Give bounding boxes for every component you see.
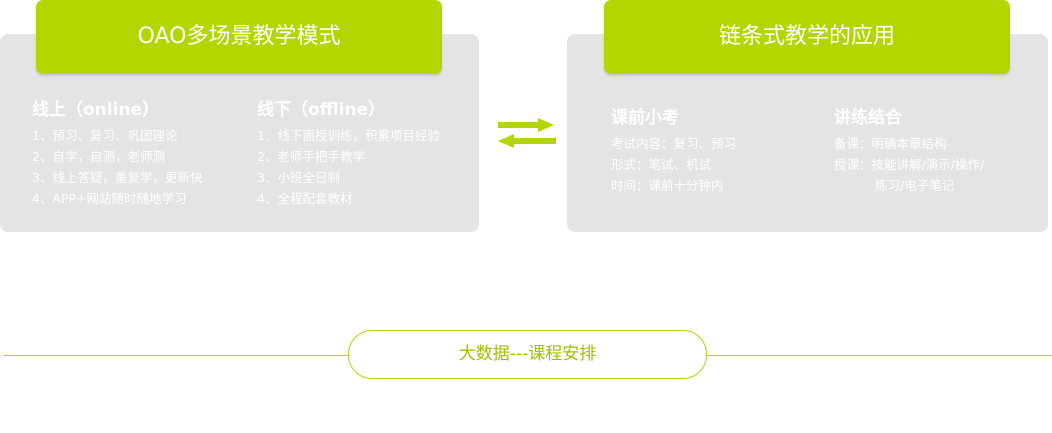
oao-mode-title-tab: OAO多场景教学模式 — [36, 0, 442, 74]
offline-item: 2、老师手把手教学 — [257, 149, 365, 164]
lecture-item: 备课：明确本章结构 — [834, 136, 947, 151]
offline-column: 线下（offline） 1、线下面授训练，积累项目经验 2、老师手把手教学 3、… — [257, 99, 440, 209]
quiz-item: 考试内容：复习、预习 — [611, 136, 737, 151]
online-item: 3、线上答疑，重复学，更新快 — [32, 170, 203, 185]
lecture-item: 练习/电子笔记 — [875, 178, 955, 193]
lecture-practice-heading: 讲练结合 — [834, 108, 902, 128]
online-column: 线上（online） 1、预习、复习、巩固理论 2、自学，自测，老师测 3、线上… — [32, 99, 202, 209]
offline-item: 1、线下面授训练，积累项目经验 — [257, 128, 440, 143]
online-item: 2、自学，自测，老师测 — [32, 149, 165, 164]
swap-arrows-icon — [498, 118, 556, 148]
offline-item: 3、小班全日制 — [257, 170, 340, 185]
divider-line-right — [707, 355, 1052, 356]
pre-class-quiz-heading: 课前小考 — [611, 108, 679, 128]
online-item: 4、APP+网站随时随地学习 — [32, 191, 187, 206]
chain-teaching-title-tab: 链条式教学的应用 — [604, 0, 1010, 74]
offline-item: 4、全程配套教材 — [257, 191, 353, 206]
quiz-item: 形式：笔试、机试 — [611, 157, 712, 172]
divider-line-left — [4, 355, 348, 356]
online-heading: 线上（online） — [32, 100, 160, 120]
lecture-practice-column: 讲练结合 备课：明确本章结构 授课：技能讲解/演示/操作/ 练习/电子笔记 — [834, 107, 984, 196]
pre-class-quiz-column: 课前小考 考试内容：复习、预习 形式：笔试、机试 时间：课前十分钟内 — [611, 107, 736, 196]
offline-heading: 线下（offline） — [257, 100, 386, 120]
quiz-item: 时间：课前十分钟内 — [611, 178, 724, 193]
online-item: 1、预习、复习、巩固理论 — [32, 128, 178, 143]
lecture-item: 授课：技能讲解/演示/操作/ — [834, 157, 985, 172]
course-schedule-pill[interactable]: 大数据---课程安排 — [348, 330, 707, 379]
